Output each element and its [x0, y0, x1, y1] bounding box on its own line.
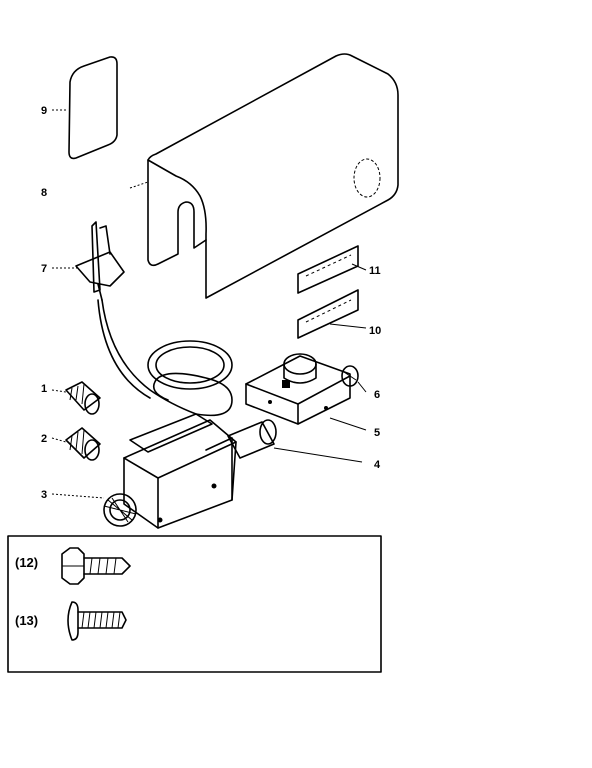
callout-10: 10 [369, 325, 381, 337]
leader-lines [51, 109, 367, 499]
part-9-cover-plate [68, 56, 118, 160]
part-5-regulator [245, 353, 351, 425]
callout-9: 9 [41, 105, 47, 117]
callout-1: 1 [41, 383, 47, 395]
part-2-fitting [65, 427, 101, 461]
callout-6: 6 [374, 389, 380, 401]
part-6-fitting [341, 365, 359, 387]
hex-screw-icon [61, 547, 131, 585]
part-11-label-plate [297, 245, 359, 294]
callout-3: 3 [41, 489, 47, 501]
item-12-label: (12) [15, 555, 38, 570]
item-13-label: (13) [15, 613, 38, 628]
callout-2: 2 [41, 433, 47, 445]
truss-screw-icon [67, 601, 127, 641]
callout-4: 4 [374, 459, 381, 471]
part-8-housing [147, 53, 399, 299]
part-1-fitting [65, 381, 101, 415]
hardware-box: (12) (13) [7, 535, 382, 673]
part-7-bracket [75, 221, 125, 301]
callout-8: 8 [41, 187, 47, 199]
callout-5: 5 [374, 427, 380, 439]
part-4-pipe [227, 419, 277, 459]
callout-labels: 9 8 7 1 2 3 11 10 6 5 4 [41, 105, 381, 501]
callout-7: 7 [41, 263, 47, 275]
callout-11: 11 [369, 265, 381, 277]
part-3-control-valve [103, 413, 237, 529]
part-10-label-plate [297, 289, 359, 339]
pilot-tubing [97, 299, 233, 417]
